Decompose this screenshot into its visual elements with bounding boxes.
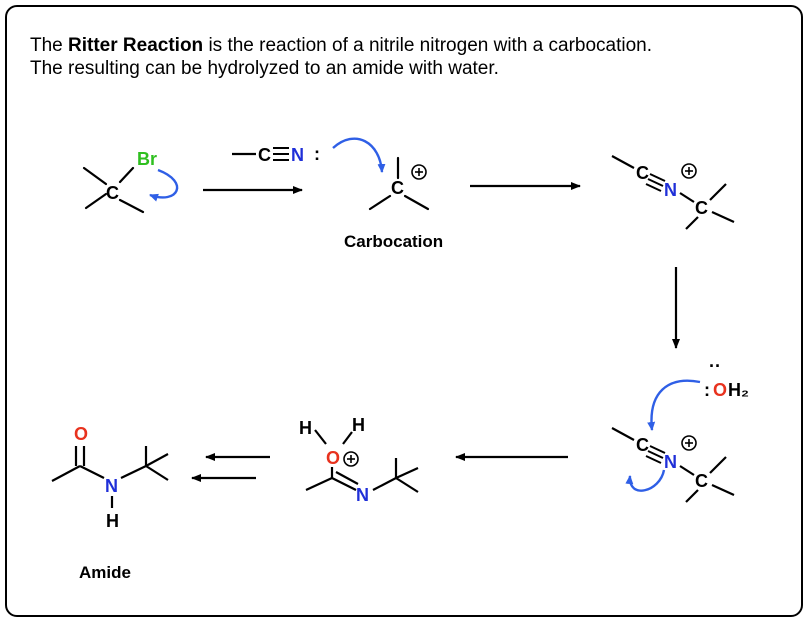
tert-butyl-bromide	[82, 166, 145, 214]
water-lone-pair-left: :	[704, 380, 710, 400]
nitrilium-ion: C N C	[611, 155, 735, 230]
nitrile-nitrogen: N	[291, 145, 304, 165]
nitrilium-carbon: C	[636, 163, 649, 183]
imidate-nitrogen: N	[356, 485, 369, 505]
acetonitrile: C N :	[232, 144, 320, 165]
nitrilium-tert-carbon-2: C	[695, 471, 708, 491]
water-hydrogens: H₂	[728, 380, 749, 400]
intro-text: The Ritter Reaction is the reaction of a…	[30, 34, 790, 80]
curved-arrow-nitrile-attack	[332, 137, 386, 173]
carbocation-label: Carbocation	[344, 232, 443, 251]
bromine-atom: Br	[137, 149, 157, 169]
amide-nitrogen: N	[105, 476, 118, 496]
nitrilium-nitrogen: N	[664, 180, 677, 200]
amide-label: Amide	[79, 563, 131, 582]
positive-charge-2	[681, 163, 697, 179]
positive-charge-1	[411, 164, 427, 180]
curved-arrow-pi-shift	[625, 469, 666, 492]
nitrilium-nitrogen-2: N	[664, 452, 677, 472]
intro-prefix: The	[30, 35, 69, 56]
curved-arrow-water-attack	[647, 379, 701, 431]
nitrilium-carbon-2: C	[636, 435, 649, 455]
nitrile-carbon: C	[258, 145, 271, 165]
protonated-imidate: H O H N	[299, 415, 419, 505]
intro-rest: is the reaction of a nitrile nitrogen wi…	[203, 35, 653, 56]
water-molecule: ·· : O H₂	[704, 356, 749, 400]
amide-molecule: O N H	[51, 424, 169, 531]
intro-line-1: The Ritter Reaction is the reaction of a…	[30, 34, 790, 57]
nitrilium-tert-carbon: C	[695, 198, 708, 218]
positive-charge-3	[681, 435, 697, 451]
positive-charge-4	[343, 451, 359, 467]
imidate-h-right: H	[352, 415, 365, 435]
amide-hydrogen: H	[106, 511, 119, 531]
amide-oxygen: O	[74, 424, 88, 444]
imidate-oxygen: O	[326, 448, 340, 468]
intro-line-2: The resulting can be hydrolyzed to an am…	[30, 58, 499, 79]
imidate-h-left: H	[299, 418, 312, 438]
tert-butyl-carbocation	[368, 156, 430, 211]
diagram-frame	[5, 5, 803, 617]
water-oxygen: O	[713, 380, 727, 400]
reaction-name: Ritter Reaction	[68, 35, 204, 56]
carbon-atom-1: C	[106, 183, 119, 203]
curved-arrow-br-leave	[149, 168, 179, 202]
nitrogen-lone-pair: :	[314, 144, 320, 164]
nitrilium-ion-attacked: C N C	[611, 427, 735, 503]
water-lone-pair-top: ··	[709, 356, 721, 376]
carbocation-carbon: C	[391, 178, 404, 198]
